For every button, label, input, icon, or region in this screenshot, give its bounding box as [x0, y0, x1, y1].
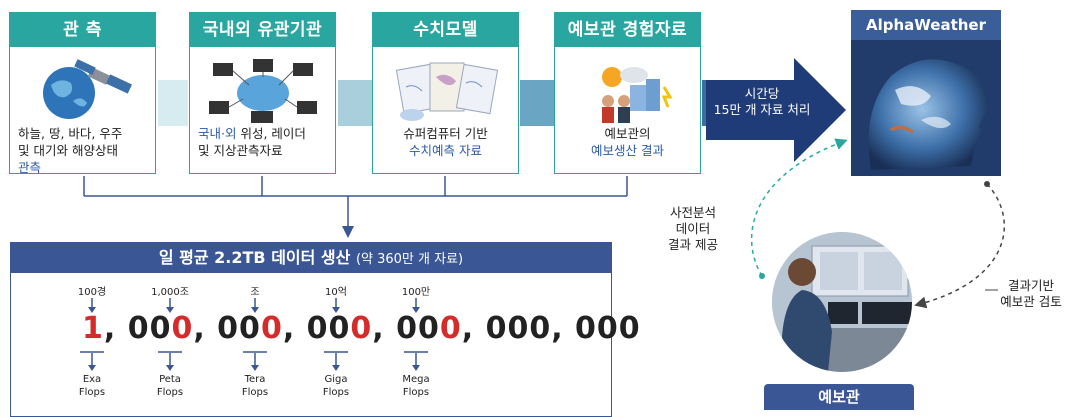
- unit-top-label: 100경: [77, 287, 107, 298]
- ai-head-earth-image: [851, 40, 1001, 176]
- card-description: 국내·외 위성, 레이더 및 지상관측자료: [198, 126, 306, 158]
- card-partner-agencies: 국내외 유관기관 국내·외 위성, 레이더 및 지상관측자료: [189, 12, 336, 174]
- card-title: 예보관 경험자료: [555, 13, 700, 47]
- card-numerical-model: 수치모델 슈퍼컴퓨터 기반 수치예측 자료: [372, 12, 519, 174]
- forecaster-at-desk-image: [772, 232, 912, 372]
- card-title: 관 측: [10, 13, 155, 47]
- connector-band-2: [338, 80, 372, 126]
- connector-band-3: [520, 80, 554, 126]
- processing-arrow: [706, 58, 846, 162]
- card-forecaster-experience: 예보관 경험자료 예보관의 예보생산 결과: [554, 12, 701, 174]
- dark-dot: [984, 181, 990, 187]
- unit-top-label: 조: [250, 287, 260, 298]
- card-description: 하늘, 땅, 바다, 우주 및 대기와 해양상태 관측: [18, 126, 123, 175]
- connector-band-4: [702, 80, 708, 126]
- alphaweather-title: AlphaWeather: [851, 10, 1001, 40]
- unit-top-label: 1,000조: [151, 287, 189, 298]
- flops-number: 1, 000, 000, 000, 000, 000, 000: [82, 311, 641, 346]
- dashed-arrow-to-alphaweather: [750, 138, 848, 277]
- forecaster-photo: [772, 232, 912, 372]
- card-description: 슈퍼컴퓨터 기반 수치예측 자료: [403, 126, 488, 158]
- forecaster-label: 예보관: [764, 384, 914, 410]
- satellite-globe-icon: [10, 57, 155, 125]
- card-title: 국내외 유관기관: [190, 13, 335, 47]
- forecaster-review-label: 결과기반 예보관 검토: [1000, 278, 1062, 309]
- network-computers-icon: [190, 57, 335, 125]
- card-title: 수치모델: [373, 13, 518, 47]
- unit-top-label: 100만: [401, 287, 431, 298]
- daily-data-panel: 일 평균 2.2TB 데이터 생산 (약 360만 개 자료): [10, 242, 612, 417]
- card-description: 예보관의 예보생산 결과: [591, 126, 664, 158]
- processing-arrow-label: 시간당 15만 개 자료 처리: [713, 86, 811, 117]
- unit-top-label: 10억: [325, 287, 347, 298]
- teal-dot: [759, 273, 765, 279]
- daily-data-title: 일 평균 2.2TB 데이터 생산 (약 360만 개 자료): [11, 243, 611, 273]
- alphaweather-panel: AlphaWeather: [851, 10, 1001, 176]
- pre-analysis-label: 사전분석 데이터 결과 제공: [668, 205, 718, 252]
- forecast-weather-icon: [555, 57, 700, 125]
- bracket-lines: [83, 176, 628, 232]
- dashed-arrow-to-forecaster: [914, 183, 1006, 309]
- connector-band-1: [158, 80, 188, 126]
- weather-maps-icon: [373, 57, 518, 125]
- card-observation: 관 측 하늘, 땅, 바다, 우주 및 대기와 해양상태 관측: [9, 12, 156, 175]
